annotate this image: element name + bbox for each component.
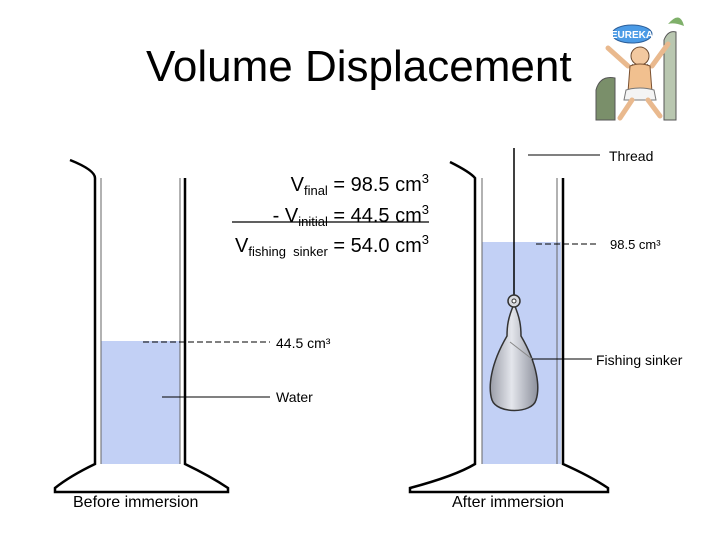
archimedes-eureka-icon: EUREKA — [591, 10, 685, 127]
caption-after: After immersion — [452, 494, 565, 511]
fishing-sinker — [489, 302, 539, 412]
thread-label: Thread — [609, 148, 654, 164]
water-before — [101, 341, 180, 464]
cylinder-after — [408, 160, 610, 494]
sinker-leader-diag — [509, 341, 533, 360]
equation-initial: - Vinitial = 44.5 cm3 — [272, 202, 429, 229]
fishing-sinker-label: Fishing sinker — [596, 352, 683, 368]
water-label: Water — [276, 389, 313, 405]
page-title: Volume Displacement — [146, 42, 572, 91]
caption-before: Before immersion — [73, 494, 199, 511]
equation-final: Vfinal = 98.5 cm3 — [290, 171, 429, 198]
svg-text:EUREKA: EUREKA — [611, 30, 653, 41]
equation-result: Vfishing sinker = 54.0 cm3 — [235, 232, 429, 259]
initial-volume-label: 44.5 cm³ — [276, 335, 331, 351]
final-volume-label: 98.5 cm³ — [610, 237, 661, 252]
cylinder-before — [53, 158, 230, 494]
